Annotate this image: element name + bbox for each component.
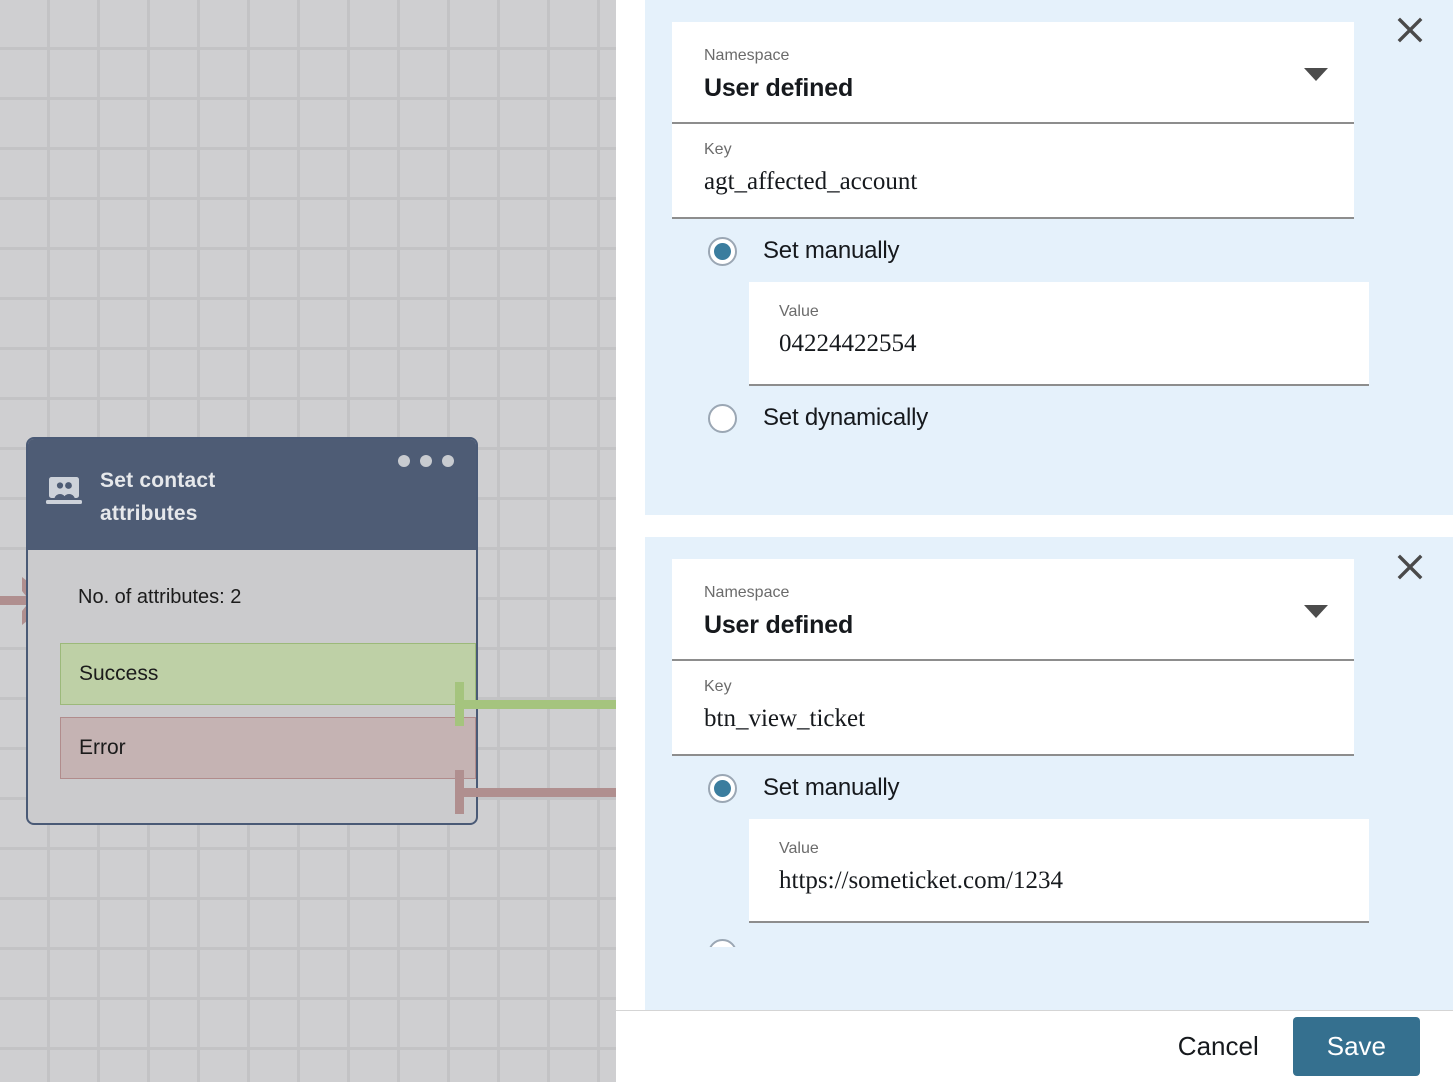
- node-port-error[interactable]: Error: [60, 717, 476, 780]
- key-value: btn_view_ticket: [704, 705, 866, 733]
- key-field[interactable]: Key agt_affected_account: [672, 124, 1354, 219]
- close-icon[interactable]: [1388, 8, 1432, 52]
- flow-canvas[interactable]: Set contact attributes No. of attributes…: [0, 0, 616, 1082]
- node-port-success[interactable]: Success: [60, 643, 476, 706]
- value-label: Value: [779, 839, 819, 857]
- set-manually-option[interactable]: Set manually: [708, 219, 1453, 282]
- chevron-down-icon[interactable]: [1304, 68, 1328, 82]
- value-value: 04224422554: [779, 329, 917, 357]
- set-dynamically-radio[interactable]: [708, 938, 737, 947]
- namespace-label: Namespace: [704, 584, 790, 601]
- namespace-field[interactable]: Namespace User defined: [672, 22, 1354, 125]
- key-value: agt_affected_account: [704, 168, 918, 196]
- panel-footer: Cancel Save: [616, 1010, 1453, 1082]
- set-manually-label: Set manually: [763, 237, 900, 264]
- node-title: Set contact attributes: [100, 469, 216, 525]
- namespace-value: User defined: [704, 611, 854, 639]
- key-label: Key: [704, 141, 732, 159]
- value-field[interactable]: Value https://someticket.com/1234: [749, 818, 1369, 923]
- set-manually-radio[interactable]: [708, 236, 737, 266]
- set-dynamically-option[interactable]: [708, 923, 1453, 947]
- set-manually-option[interactable]: Set manually: [708, 756, 1453, 819]
- connector-success: [455, 682, 616, 728]
- attribute-card: Namespace User defined Key agt_affected_…: [645, 0, 1453, 515]
- node-body: No. of attributes: 2 Success Error: [28, 550, 476, 780]
- attribute-card: Namespace User defined Key btn_view_tick…: [645, 537, 1453, 1010]
- more-options-icon[interactable]: [398, 455, 454, 467]
- connector-error: [455, 770, 616, 816]
- flow-node-set-contact-attributes[interactable]: Set contact attributes No. of attributes…: [26, 437, 478, 826]
- chevron-down-icon[interactable]: [1304, 605, 1328, 619]
- close-icon[interactable]: [1388, 545, 1432, 589]
- set-manually-radio[interactable]: [708, 773, 737, 803]
- key-field[interactable]: Key btn_view_ticket: [672, 661, 1354, 756]
- set-dynamically-label: Set dynamically: [763, 404, 929, 432]
- key-label: Key: [704, 678, 732, 696]
- namespace-label: Namespace: [704, 47, 790, 64]
- attributes-panel: Namespace User defined Key agt_affected_…: [616, 0, 1453, 1082]
- attribute-fields: Namespace User defined Key agt_affected_…: [672, 22, 1354, 219]
- namespace-field[interactable]: Namespace User defined: [672, 559, 1354, 662]
- attribute-fields: Namespace User defined Key btn_view_tick…: [672, 559, 1354, 756]
- contact-attributes-icon: [46, 477, 82, 504]
- save-button[interactable]: Save: [1292, 1017, 1420, 1076]
- namespace-value: User defined: [704, 74, 854, 102]
- value-label: Value: [779, 302, 819, 320]
- value-value: https://someticket.com/1234: [779, 866, 1063, 894]
- node-port-success-label: Success: [79, 662, 159, 686]
- set-dynamically-radio[interactable]: [708, 403, 737, 433]
- value-field[interactable]: Value 04224422554: [749, 281, 1369, 386]
- attributes-scroll-area[interactable]: Namespace User defined Key agt_affected_…: [616, 0, 1453, 1010]
- node-header: Set contact attributes: [28, 439, 476, 551]
- set-dynamically-option[interactable]: Set dynamically: [708, 386, 1453, 449]
- cancel-button[interactable]: Cancel: [1174, 1023, 1263, 1070]
- node-port-error-label: Error: [79, 736, 126, 760]
- set-manually-label: Set manually: [763, 774, 900, 801]
- node-attribute-count: No. of attributes: 2: [78, 586, 242, 609]
